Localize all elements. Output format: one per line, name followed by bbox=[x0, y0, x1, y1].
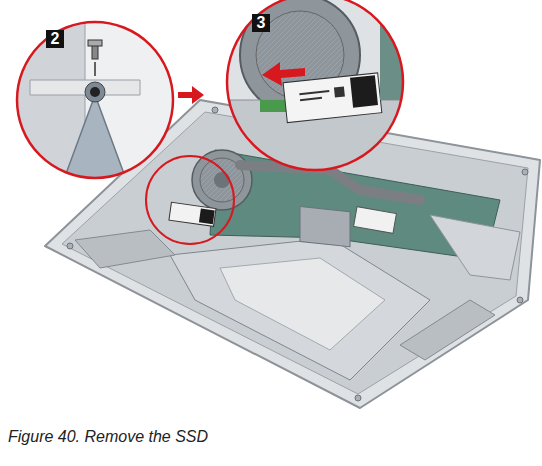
callout-number: 3 bbox=[252, 14, 270, 32]
callout-number: 2 bbox=[46, 30, 64, 48]
figure-caption: Figure 40. Remove the SSD bbox=[8, 428, 208, 446]
